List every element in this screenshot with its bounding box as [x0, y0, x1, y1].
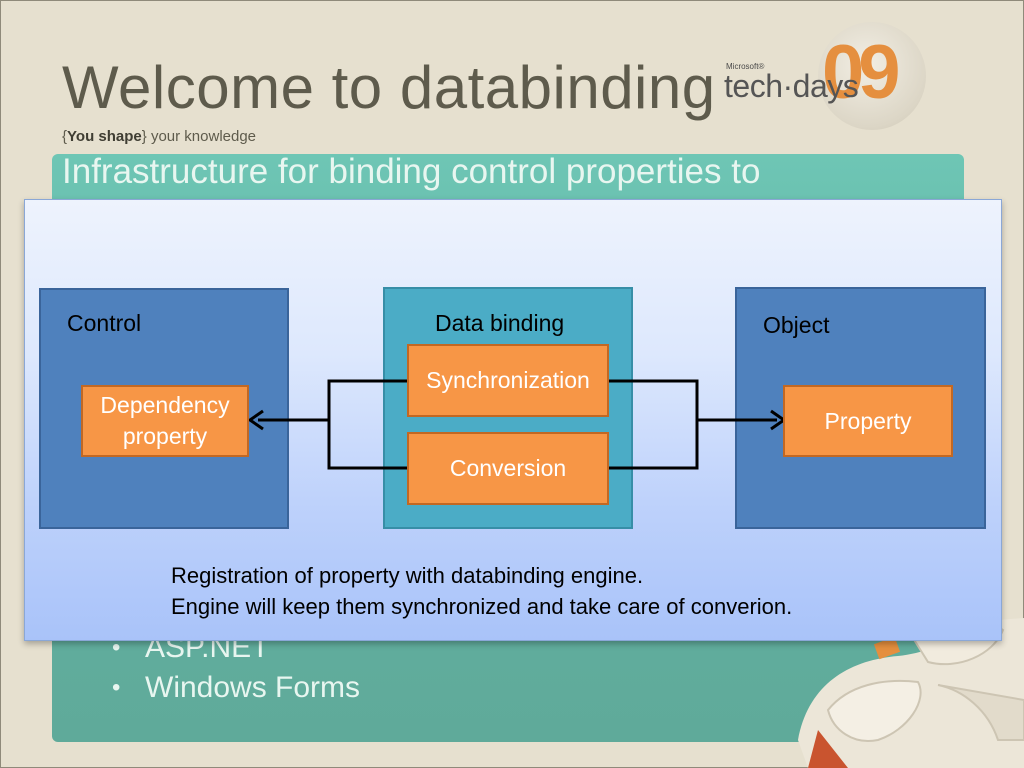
tagline-bold: You shape [67, 128, 142, 145]
tagline-open-brace: { [62, 128, 68, 145]
logo-disc [818, 22, 926, 130]
conversion-box: Conversion [407, 432, 609, 505]
logo-number: 09 [822, 30, 901, 115]
logo-name: tech·days [724, 68, 859, 104]
data-binding-label: Data binding [435, 310, 565, 336]
caption-line-2: Engine will keep them synchronized and t… [171, 594, 793, 619]
dependency-property-line-2: property [122, 423, 208, 449]
caption-line-1: Registration of property with databindin… [171, 563, 644, 588]
diagram-caption: Registration of property with databindin… [171, 560, 792, 622]
tagline: {You shape} your knowledge [62, 128, 256, 145]
content-heading: Infrastructure for binding control prope… [62, 152, 761, 191]
diagram-panel: Control Data binding Object Dependency p… [24, 199, 1002, 641]
tagline-rest: your knowledge [146, 128, 257, 145]
synchronization-box: Synchronization [407, 344, 609, 417]
tagline-close-brace: } [141, 128, 147, 145]
object-label: Object [763, 312, 830, 338]
logo-microsoft: Microsoft® [726, 62, 765, 71]
bullet-item: Windows Forms [112, 668, 360, 708]
control-label: Control [67, 310, 142, 336]
connector-lines [247, 379, 787, 470]
slide-title: Welcome to databinding [62, 54, 716, 121]
object-property-box: Property [783, 385, 953, 457]
techdays-logo: 09 Microsoft® tech·days [722, 18, 932, 133]
dependency-property-line-1: Dependency [100, 392, 230, 418]
dependency-property-box: Dependency property [81, 385, 249, 457]
